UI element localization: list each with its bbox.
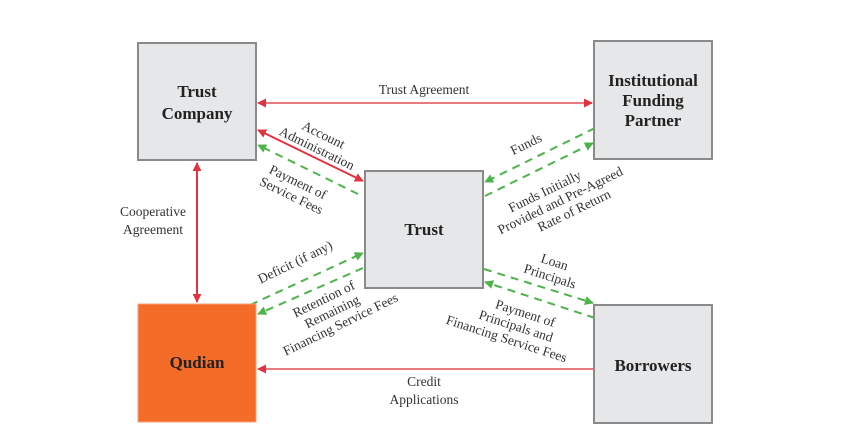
svg-text:Payment ofPrincipals andFinanc: Payment ofPrincipals andFinancing Servic… — [444, 284, 578, 366]
node-label: Qudian — [170, 353, 225, 372]
svg-text:Deficit (if any): Deficit (if any) — [255, 237, 334, 286]
deficit-label: Deficit (if any) — [255, 237, 334, 286]
deficit-arrow — [249, 252, 364, 306]
funds-initially-provided-label: Funds InitiallyProvided and Pre-AgreedRa… — [489, 150, 632, 251]
payment-of-principals-label: Payment ofPrincipals andFinancing Servic… — [444, 284, 578, 366]
svg-text:Payment ofService Fees: Payment ofService Fees — [257, 160, 332, 217]
account-administration-arrow — [257, 129, 364, 182]
node-borrowers: Borrowers — [593, 304, 713, 424]
loan-principals-arrow — [483, 268, 594, 305]
svg-text:LoanPrincipals: LoanPrincipals — [522, 246, 583, 291]
account-administration-label: AccountAdministration — [277, 110, 364, 173]
svg-text:AccountAdministration: AccountAdministration — [277, 110, 364, 173]
node-label: Trust — [404, 220, 444, 239]
svg-text:Funds: Funds — [508, 130, 544, 158]
funds-initially-provided-arrow — [484, 142, 594, 197]
payment-of-service-fees-label: Payment ofService Fees — [257, 160, 332, 218]
retention-of-remaining-arrow — [257, 267, 364, 315]
node-trust: Trust — [364, 170, 484, 289]
svg-text:Funds InitiallyProvided and Pr: Funds InitiallyProvided and Pre-AgreedRa… — [489, 150, 632, 251]
node-label: Borrowers — [614, 356, 691, 375]
payment-of-principals-arrow — [484, 280, 596, 319]
payment-of-service-fees-arrow — [257, 144, 359, 195]
funds-label: Funds — [508, 130, 544, 158]
trust-agreement-label: Trust Agreement — [379, 82, 470, 97]
funds-arrow — [484, 127, 596, 183]
node-qudian: Qudian — [137, 303, 257, 423]
loan-principals-label: LoanPrincipals — [522, 246, 583, 291]
